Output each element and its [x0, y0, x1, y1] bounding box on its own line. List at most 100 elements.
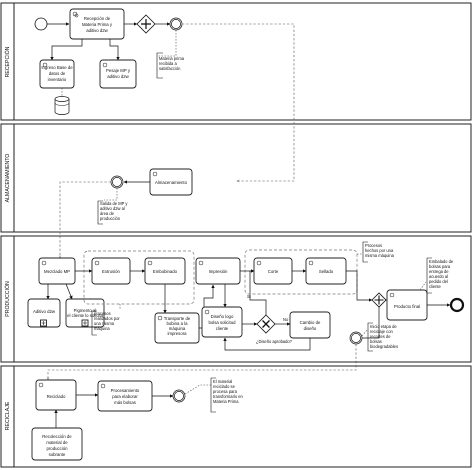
gear-icon [157, 315, 163, 321]
svg-text:área de: área de [100, 211, 115, 216]
svg-text:Sellado: Sellado [319, 269, 334, 274]
svg-text:Reciclado: Reciclado [47, 394, 66, 399]
svg-text:Producto final: Producto final [394, 304, 420, 309]
svg-text:Mezclado MP: Mezclado MP [44, 269, 70, 274]
task-reciclado[interactable]: Reciclado [35, 379, 77, 411]
svg-text:Extrusión: Extrusión [102, 269, 121, 274]
gear-icon [41, 260, 47, 266]
task-pesaje[interactable]: Pesaje MP y aditivo d2w [99, 59, 137, 89]
gear-icon [204, 309, 210, 315]
task-producto-final[interactable]: Producto final [386, 289, 428, 321]
task-extrusion[interactable]: Extrusión [91, 257, 131, 285]
annotation-procesos-maquina: procesos realizados por una misma máquin… [91, 304, 120, 336]
svg-text:Materia Prima: Materia Prima [213, 399, 239, 404]
sequence-flow [109, 39, 120, 61]
svg-text:máquina: máquina [94, 326, 110, 331]
end-event[interactable] [449, 297, 465, 313]
annotation-inicio-etapa: Inicio etapa de reciclaje con recortes d… [361, 322, 398, 352]
task-transporte[interactable]: Transporte de bobina a la máquina impres… [154, 312, 200, 344]
svg-text:Cambio de: Cambio de [300, 320, 321, 325]
intermediate-event[interactable] [110, 175, 124, 189]
intermediate-event[interactable] [169, 17, 183, 31]
annotation-materia-prima: Materia prima recibida a satisfacción [156, 30, 185, 79]
gateway-question: ¿Diseño aprobado? [256, 339, 293, 344]
task-procesamiento[interactable]: Procesamiento para elaborar más bolsas [97, 380, 153, 412]
svg-text:Pesaje MP y: Pesaje MP y [106, 68, 131, 73]
svg-text:Corte: Corte [268, 269, 279, 274]
svg-text:entrega de: entrega de [429, 269, 449, 274]
task-embobinado[interactable]: Embobinado [144, 257, 186, 285]
gear-icon [72, 11, 79, 18]
svg-text:Impresión: Impresión [209, 269, 228, 274]
svg-text:realizados por: realizados por [94, 316, 120, 321]
lane-label-reciclaje: RECICLAJE [5, 401, 11, 430]
svg-text:biodegradables: biodegradables [370, 344, 398, 349]
svg-text:reciclaje con: reciclaje con [370, 329, 393, 334]
sequence-flow [223, 337, 311, 351]
svg-text:Diseño logo: Diseño logo [211, 314, 234, 319]
svg-text:una misma: una misma [94, 321, 115, 326]
svg-text:cliente: cliente [216, 326, 229, 331]
message-flow [182, 23, 295, 181]
annotation-embalado: Embalado de bolsas para entrega de acuer… [419, 257, 454, 294]
gear-icon [100, 383, 106, 389]
task-corte[interactable]: Corte [253, 257, 293, 285]
svg-text:Materia prima: Materia prima [159, 56, 185, 61]
task-recepcion-materia-prima[interactable]: Recepción de Materia Prima y aditivo d2w [69, 8, 125, 40]
svg-text:transformarlo en: transformarlo en [213, 394, 244, 399]
plus-marker-icon [81, 319, 89, 327]
lane-almacenamiento: ALMACENAMIENTO [0, 123, 472, 233]
gateway-yes-label: Si [247, 294, 251, 299]
svg-text:diseño: diseño [304, 326, 317, 331]
task-pigmento[interactable]: Pigmento al el cliente lo solicita [65, 298, 105, 328]
database-icon [54, 96, 70, 115]
task-sellado[interactable]: Sellado [305, 257, 347, 285]
gear-icon [94, 260, 100, 266]
gear-icon [152, 171, 158, 177]
x-gateway-icon[interactable] [256, 314, 276, 334]
gear-icon [38, 382, 44, 388]
task-cambio-diseno[interactable]: Cambio de diseño [289, 311, 331, 339]
task-diseno[interactable]: Diseño logo bolsa solicitud cliente [201, 306, 243, 338]
svg-text:más bolsas: más bolsas [114, 400, 136, 405]
sequence-flow [65, 283, 73, 300]
svg-text:cliente: cliente [429, 284, 442, 289]
task-label: Recepción de [84, 16, 111, 21]
group-extrusion [83, 250, 195, 305]
gear-icon [42, 62, 48, 68]
gateway-no-label: No [283, 317, 289, 322]
svg-text:acuerdo al: acuerdo al [429, 274, 448, 279]
svg-text:inventario: inventario [48, 77, 67, 82]
svg-text:Procesamiento: Procesamiento [111, 388, 140, 393]
svg-text:el cliente lo solicita: el cliente lo solicita [67, 313, 103, 318]
task-almacenamiento[interactable]: Almacenamiento [149, 168, 193, 196]
annotation-salida: Salida de MP y aditivo d2w al área de pr… [97, 188, 128, 225]
task-recoleccion[interactable]: Recolección de material de producción so… [31, 427, 83, 461]
task-label: aditivo d2w [86, 28, 108, 33]
svg-text:aditivo d2w: aditivo d2w [107, 74, 129, 79]
svg-text:hechos por una: hechos por una [365, 248, 394, 253]
parallel-gateway[interactable] [371, 292, 387, 308]
svg-text:Inicio etapa de: Inicio etapa de [370, 324, 397, 329]
svg-text:satisfacción: satisfacción [159, 66, 181, 71]
message-flow [60, 181, 111, 258]
svg-text:recibida a: recibida a [159, 61, 177, 66]
task-aditivo[interactable]: Aditivo d2w [27, 298, 61, 328]
intermediate-event[interactable] [172, 389, 186, 403]
svg-text:bolsas para: bolsas para [429, 264, 451, 269]
svg-text:producción: producción [100, 216, 121, 221]
task-impresion[interactable]: Impresión [195, 257, 241, 285]
gear-icon [308, 260, 314, 266]
task-mezclado[interactable]: Mezclado MP [38, 257, 76, 285]
parallel-gateway[interactable] [136, 14, 156, 34]
task-ingreso-base-datos[interactable]: Ingreso Base de datos de inventario [39, 59, 75, 89]
gear-icon [198, 260, 204, 266]
intermediate-event[interactable] [349, 331, 363, 345]
sequence-flow [50, 39, 83, 61]
start-event[interactable] [34, 17, 48, 31]
svg-text:procesos: procesos [94, 311, 111, 316]
svg-text:Embalado de: Embalado de [429, 259, 454, 264]
annotation-material-reciclado: El material reciclado se procesa para tr… [184, 377, 244, 413]
svg-text:reciclado se: reciclado se [213, 384, 236, 389]
